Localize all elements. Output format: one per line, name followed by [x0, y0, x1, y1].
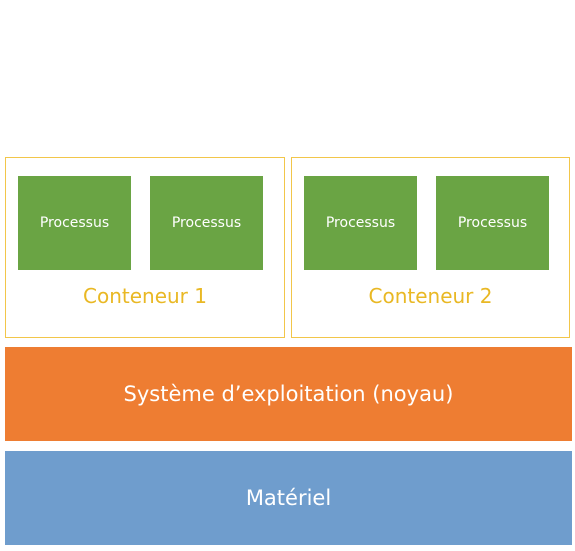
container-2: Processus Processus Conteneur 2	[291, 157, 570, 338]
process-box: Processus	[436, 176, 549, 270]
process-box: Processus	[18, 176, 131, 270]
process-box: Processus	[304, 176, 417, 270]
container-2-label: Conteneur 2	[368, 284, 493, 308]
hardware-layer: Matériel	[5, 451, 572, 545]
process-box: Processus	[150, 176, 263, 270]
os-kernel-layer: Système d’exploitation (noyau)	[5, 347, 572, 441]
container-1: Processus Processus Conteneur 1	[5, 157, 285, 338]
container-1-label: Conteneur 1	[83, 284, 207, 308]
